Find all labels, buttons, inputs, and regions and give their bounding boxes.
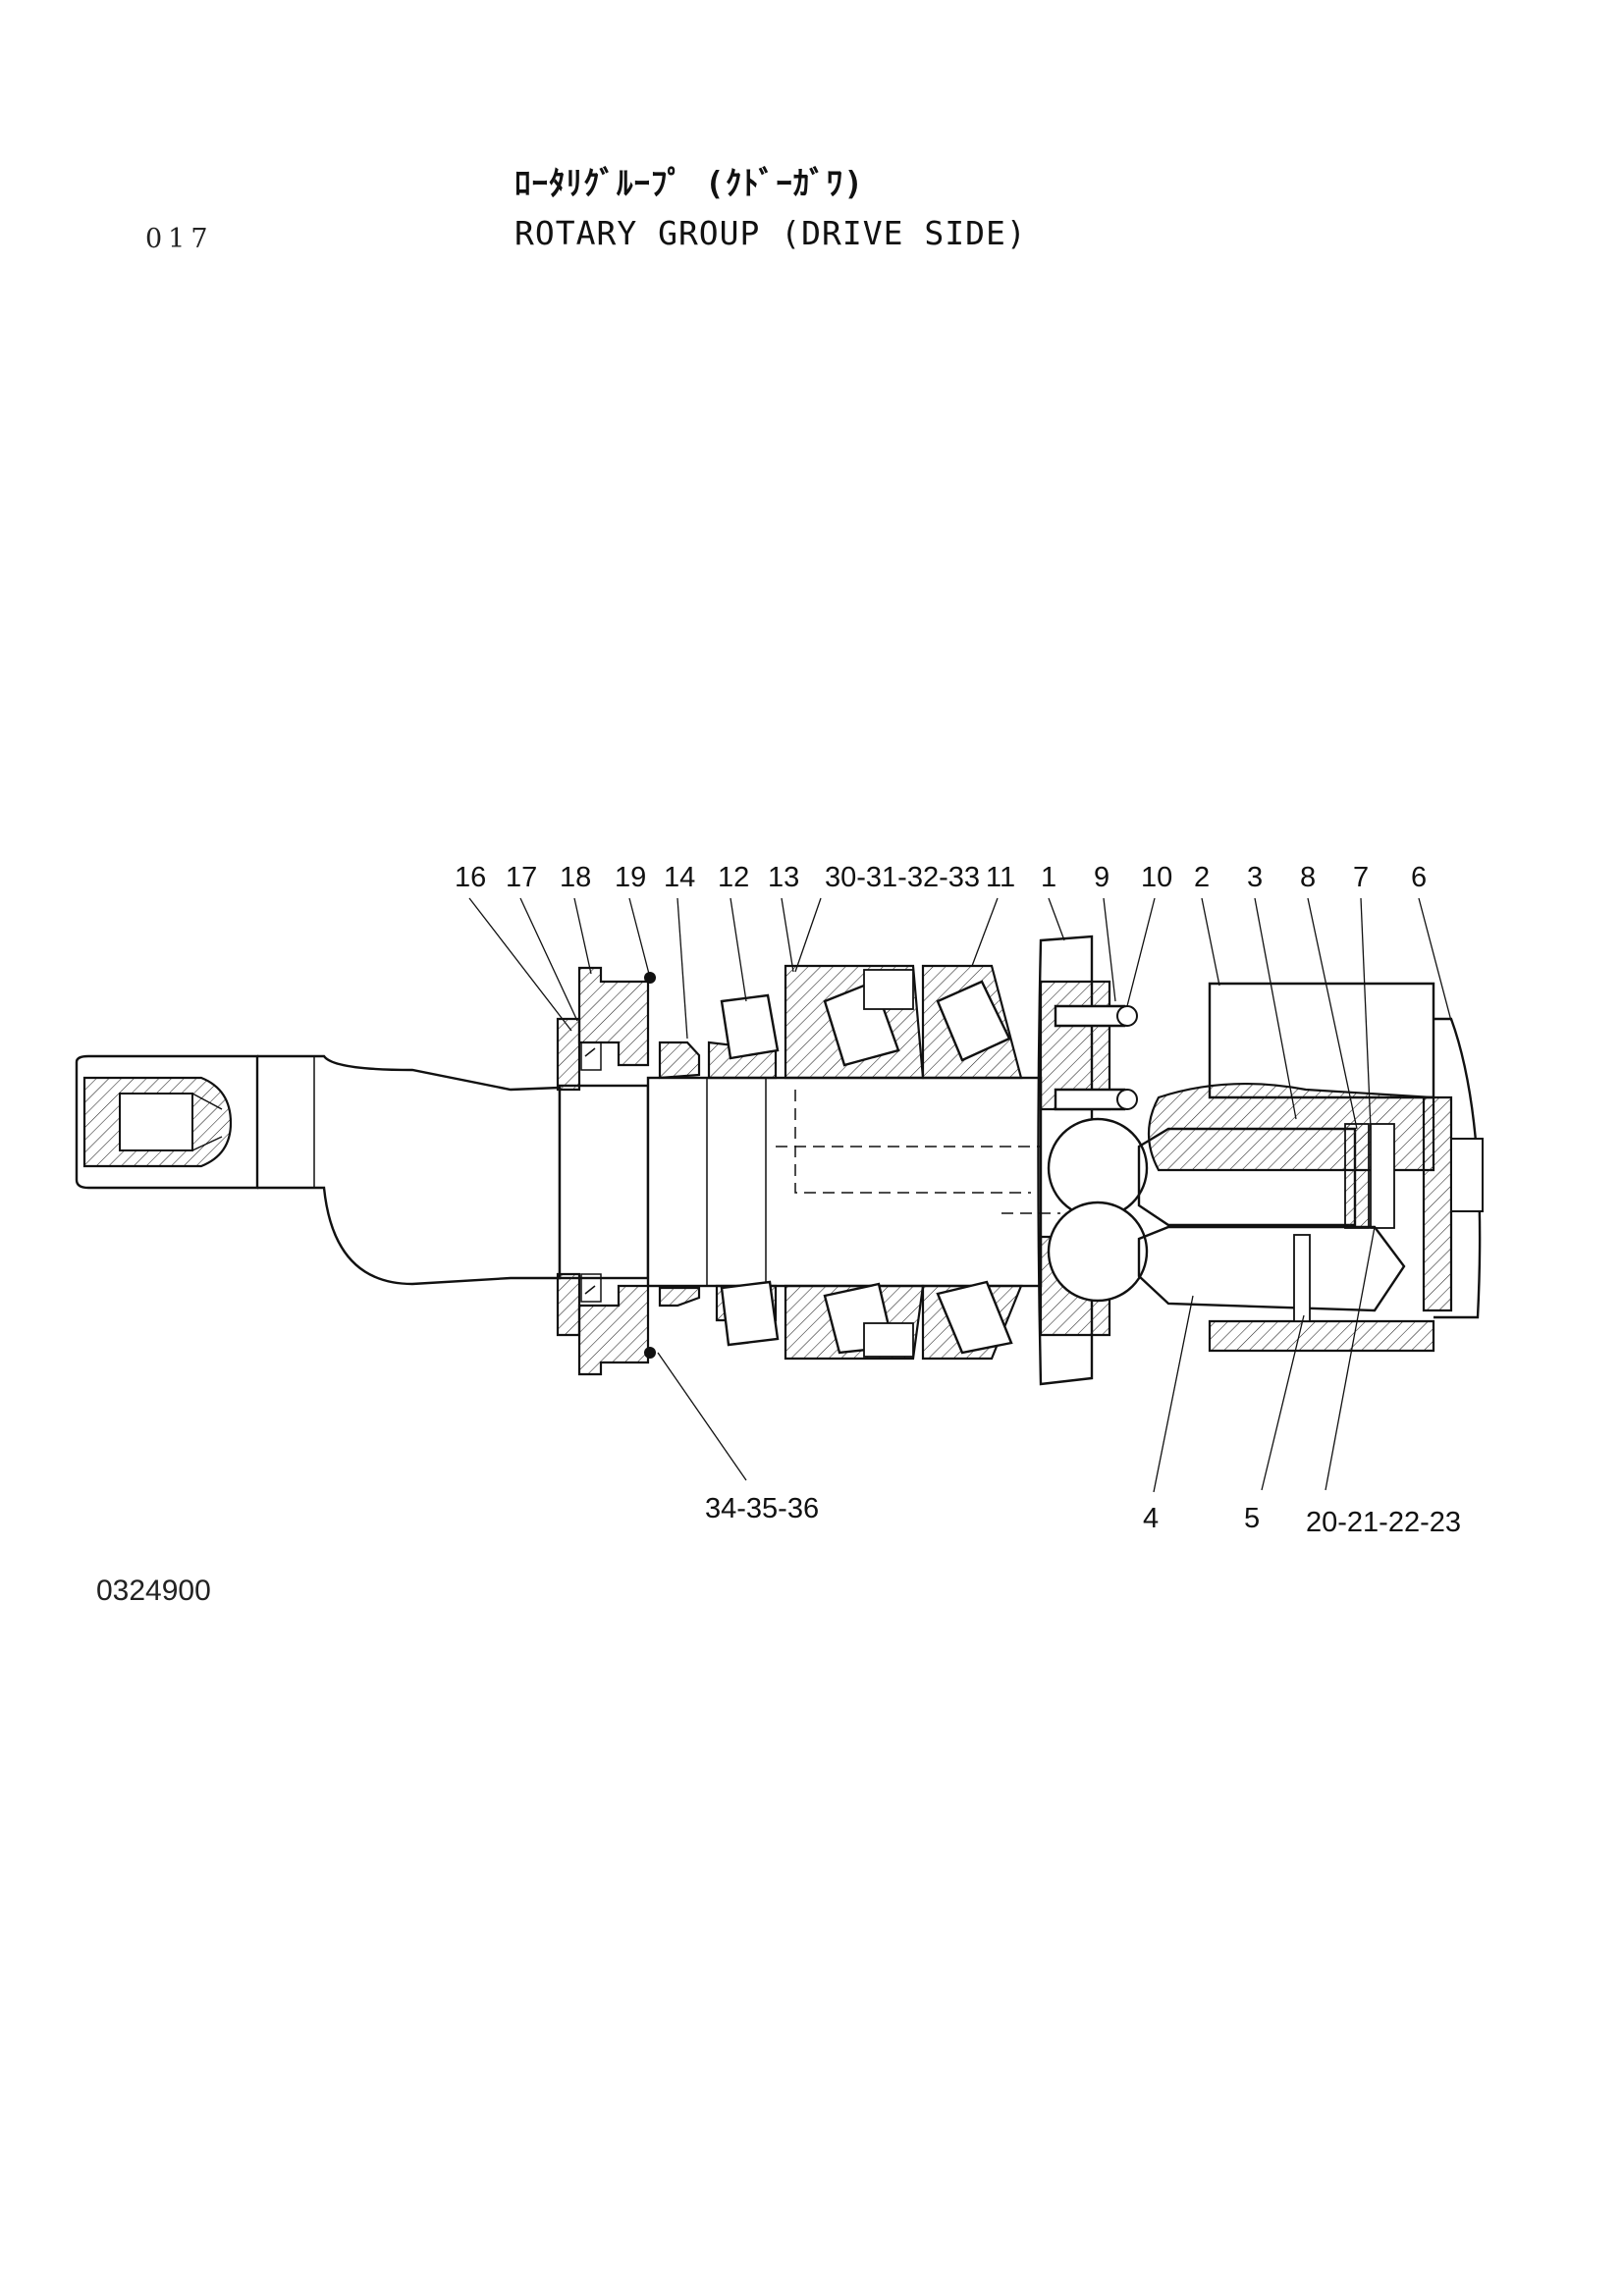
callout-9: 9 [1094, 862, 1109, 893]
bearing-rear [921, 964, 1023, 1361]
callout-19: 19 [615, 862, 646, 893]
callout-3: 3 [1247, 862, 1263, 893]
callout-13: 13 [768, 862, 799, 893]
callout-11: 11 [986, 862, 1015, 893]
page-number: 017 [145, 224, 214, 254]
seal-retainer-group [556, 966, 701, 1376]
callout-20-21-22-23: 20-21-22-23 [1306, 1507, 1461, 1538]
bearing-middle [784, 964, 925, 1361]
leader-lines [468, 897, 1452, 1493]
title-japanese: ﾛｰﾀﾘｸﾞﾙｰﾌﾟ (ｸﾄﾞｰｶﾞﾜ) [514, 164, 865, 202]
callout-30-31-32-33: 30-31-32-33 [825, 862, 980, 893]
bearing-front [707, 993, 780, 1347]
callout-14: 14 [664, 862, 695, 893]
callout-labels: 16 17 18 19 14 12 13 30-31-32-33 11 1 9 … [455, 862, 1461, 1538]
callout-1: 1 [1041, 862, 1056, 893]
main-shaft [257, 1054, 1060, 1288]
drawing-number: 0324900 [96, 1575, 211, 1607]
piston-lower [1047, 1201, 1406, 1322]
callout-17: 17 [506, 862, 537, 893]
callout-4: 4 [1143, 1503, 1159, 1534]
callout-12: 12 [718, 862, 749, 893]
piston-upper [1047, 1117, 1395, 1229]
callout-10: 10 [1141, 862, 1172, 893]
callout-6: 6 [1411, 862, 1427, 893]
callout-7: 7 [1353, 862, 1369, 893]
callout-8: 8 [1300, 862, 1316, 893]
callout-16: 16 [455, 862, 486, 893]
valve-plate [1422, 1017, 1484, 1319]
callout-5: 5 [1244, 1503, 1260, 1534]
title-english: ROTARY GROUP (DRIVE SIDE) [514, 214, 1027, 252]
callout-2: 2 [1194, 862, 1210, 893]
callout-18: 18 [560, 862, 591, 893]
shaft-end-coupling [75, 1054, 315, 1190]
callout-34-35-36: 34-35-36 [705, 1493, 819, 1524]
